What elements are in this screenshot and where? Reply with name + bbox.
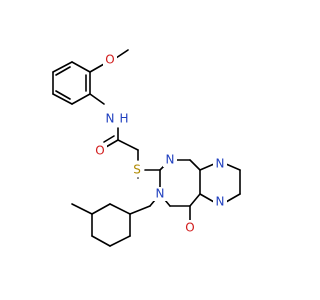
amide-hydrogen-label: H — [119, 112, 128, 126]
pyrazine-n5-label: N — [216, 195, 225, 209]
atom-label-background — [183, 220, 197, 234]
bond — [71, 61, 91, 73]
bond — [109, 235, 131, 247]
atom-label-background — [153, 187, 167, 201]
methoxy-oxygen-label: O — [105, 53, 114, 67]
atom-label-background — [130, 162, 144, 176]
molecule-structure: O N H O S N N N N O — [52, 49, 241, 247]
bond — [199, 193, 215, 203]
bond — [129, 205, 151, 215]
bond — [103, 135, 115, 143]
bond — [115, 49, 129, 59]
bond — [89, 63, 105, 73]
bond — [117, 139, 139, 151]
atom-label-background — [93, 144, 107, 158]
atom-label-background — [213, 157, 227, 171]
atom-label-background — [103, 112, 117, 126]
atom-label-background — [163, 153, 177, 167]
atom-label-background — [103, 52, 117, 66]
atom-label-background — [213, 195, 227, 209]
bond — [189, 159, 201, 171]
bond — [89, 93, 105, 105]
bond-layer — [52, 49, 241, 247]
bond — [91, 235, 111, 247]
amide-nitrogen-label: N — [106, 112, 115, 126]
pyrimidine-n1-label: N — [166, 153, 175, 167]
bond — [225, 163, 241, 171]
bond — [105, 139, 119, 148]
carbonyl-oxygen-label: O — [95, 144, 104, 158]
atom-label-layer: O N H O S N N N N O — [93, 52, 227, 235]
thioether-sulfur-label: S — [133, 163, 141, 177]
bond — [225, 193, 241, 203]
bond — [52, 61, 73, 73]
bond — [52, 93, 73, 105]
pyrazine-n8-label: N — [216, 157, 225, 171]
pyrimidine-n3-label: N — [156, 187, 165, 201]
bond — [55, 66, 71, 76]
bond — [71, 93, 91, 105]
bond — [199, 163, 215, 171]
bond — [109, 203, 131, 215]
bond — [91, 203, 111, 215]
bond — [189, 193, 201, 207]
bond — [71, 203, 93, 215]
bond — [55, 90, 71, 100]
lactam-oxygen-label: O — [185, 221, 194, 235]
